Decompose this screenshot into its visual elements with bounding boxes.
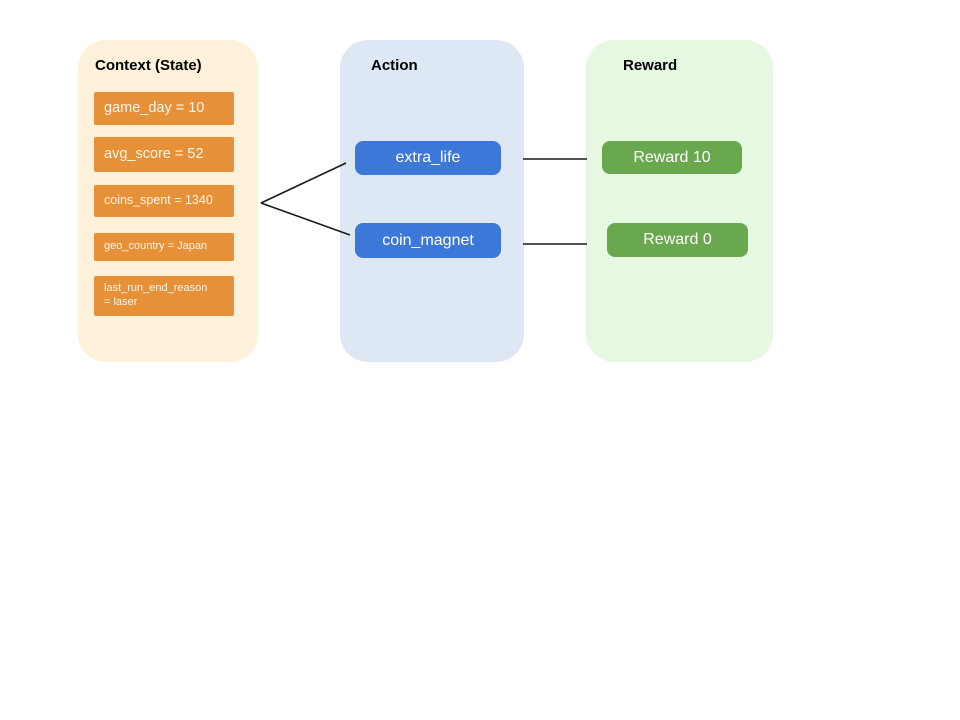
context-panel: Context (State) game_day = 10 avg_score … [78,40,258,362]
context-panel-title: Context (State) [95,57,202,74]
reward-panel-title: Reward [623,57,678,74]
context-item-game-day: game_day = 10 [94,92,234,125]
context-item-avg-score: avg_score = 52 [94,137,234,172]
context-item-geo-country: geo_country = Japan [94,233,234,261]
action-item-coin-magnet: coin_magnet [355,223,501,258]
connector-context-to-extra-life [260,162,347,204]
connector-context-to-coin-magnet [260,202,351,236]
reward-item-reward-0: Reward 0 [607,223,748,257]
context-item-last-run-end-reason: last_run_end_reason = laser [94,276,234,316]
reward-panel: Reward Reward 10 Reward 0 [586,40,773,362]
action-item-extra-life: extra_life [355,141,501,175]
action-panel: Action extra_life coin_magnet [340,40,524,362]
context-item-coins-spent: coins_spent = 1340 [94,185,234,217]
reward-item-reward-10: Reward 10 [602,141,742,174]
action-panel-title: Action [371,57,418,74]
